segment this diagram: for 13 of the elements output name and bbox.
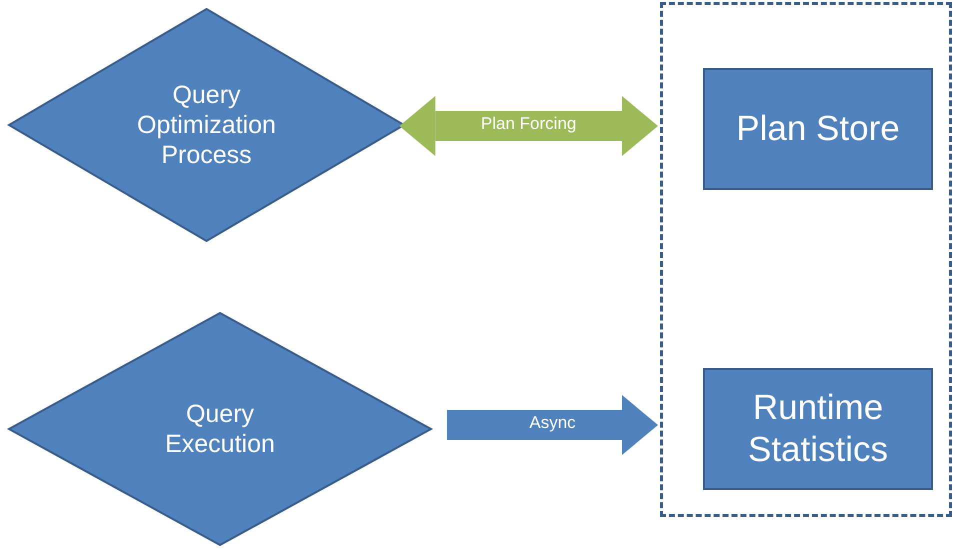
node-label: Query Execution bbox=[164, 399, 276, 459]
process-box bbox=[703, 368, 933, 490]
node-label: Runtime Statistics bbox=[746, 387, 890, 471]
edge-label: Async bbox=[529, 413, 576, 433]
process-diamond bbox=[8, 8, 405, 242]
block-arrow bbox=[399, 96, 658, 156]
node-label: Plan Store bbox=[735, 108, 901, 150]
block-arrow bbox=[447, 395, 658, 455]
edge-label: Plan Forcing bbox=[480, 114, 576, 134]
node-label: Query Optimization Process bbox=[136, 80, 277, 170]
process-box bbox=[703, 68, 933, 190]
dashed-container bbox=[660, 2, 952, 517]
process-diamond bbox=[8, 312, 432, 546]
